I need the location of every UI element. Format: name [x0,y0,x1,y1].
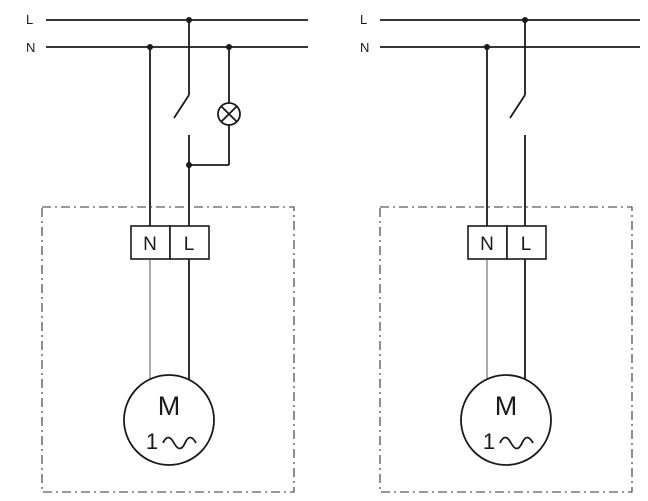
ac-wave-icon-right [499,436,534,450]
terminal-n-label: N [143,234,157,255]
terminal-n-label-right: N [480,234,494,255]
motor-icon: M 1 [123,374,215,466]
terminal-block-right: N L [467,225,547,260]
switch-contact-right [509,94,526,119]
motor-icon-right: M 1 [460,374,552,466]
motor-symbol: M [158,391,181,421]
circuit-left: L N N L [26,12,308,493]
motor-phase-right: 1 [483,429,495,454]
lamp-icon [217,102,241,126]
terminal-block: N L [130,225,210,260]
terminal-l-label-right: L [521,234,532,255]
rail-label-l-right: L [360,12,367,27]
circuit-right: L N N L M 1 [360,12,640,493]
motor-phase: 1 [146,429,158,454]
rail-label-n: N [26,40,35,55]
terminal-l-right [506,225,547,260]
motor-enclosure-right [379,206,633,493]
terminal-l [169,225,210,260]
switch-contact [173,94,190,119]
motor-symbol-right: M [495,391,518,421]
terminal-l-label: L [184,234,195,255]
ac-wave-icon [162,436,197,450]
motor-enclosure [41,206,295,493]
rail-label-l: L [26,12,33,27]
rail-label-n-right: N [360,40,369,55]
